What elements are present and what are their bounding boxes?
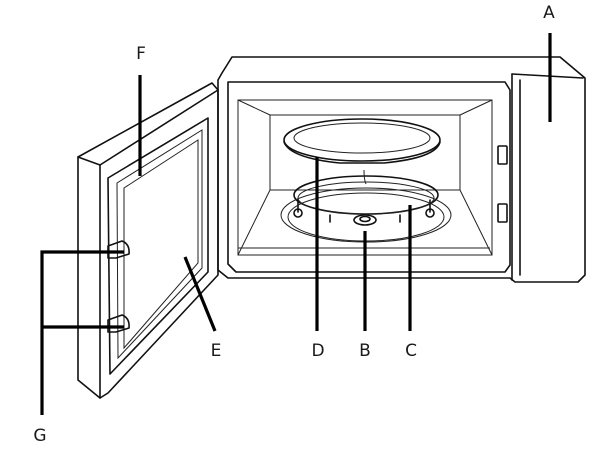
oven-body: [217, 56, 586, 283]
label-e: E: [210, 341, 222, 361]
label-b: B: [359, 341, 371, 361]
door: [77, 82, 219, 399]
door-latches: [107, 240, 130, 333]
leader-g: [40, 250, 124, 415]
coupler: [353, 214, 377, 226]
leader-e: [183, 256, 217, 332]
label-d: D: [311, 341, 325, 361]
label-c: C: [405, 341, 417, 361]
leader-lines: [40, 33, 552, 415]
label-g: G: [33, 426, 47, 446]
label-f: F: [136, 44, 146, 64]
glass-tray: [283, 118, 441, 185]
label-a: A: [543, 3, 555, 23]
control-panel: [497, 73, 521, 281]
